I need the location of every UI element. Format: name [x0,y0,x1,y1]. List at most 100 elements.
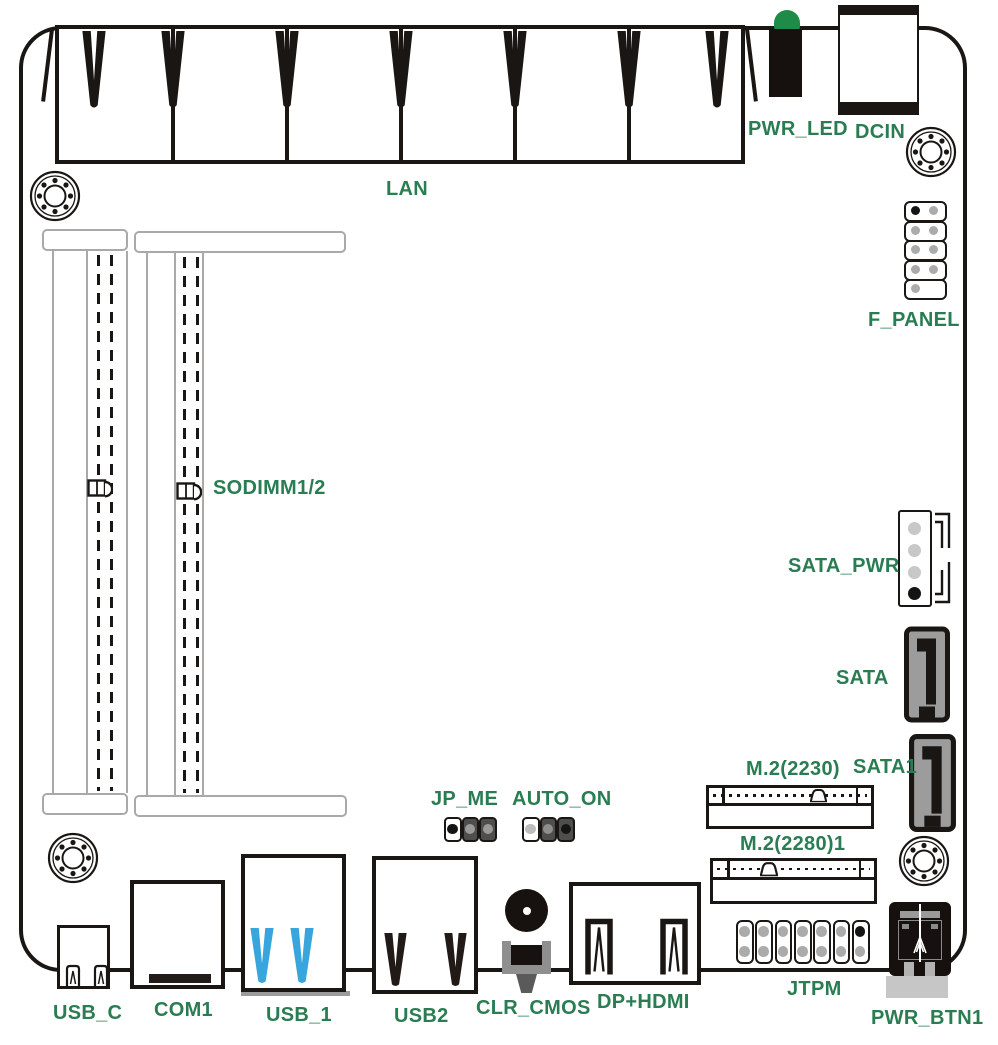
usb2-pin-icon [443,933,468,987]
pwr-btn1-label: PWR_BTN1 [871,1007,984,1029]
f-panel-pin-row [904,279,947,300]
jtpm-pin-column [851,920,870,964]
pin-dot [908,587,921,600]
pin-dot [929,206,938,216]
sodimm-card-edge [183,257,186,793]
pwr-btn-arrow [913,936,927,954]
pin-dot [464,823,476,835]
lan-label: LAN [386,178,429,200]
pin-dot [777,926,789,937]
lan-port-pin-icon [274,31,300,109]
m2-2280-label: M.2(2280)1 [740,833,846,855]
auto-on-jumper [522,817,575,842]
dcin-jack [838,5,919,115]
sodimm-slot-wall [174,253,176,795]
jumper-pin [539,817,558,842]
clr-cmos-bracket [542,941,551,974]
pin-dot [525,823,536,835]
clr-cmos-body [511,945,542,967]
pin-dot [929,264,938,274]
clr-cmos-plunger [516,974,537,993]
pin-dot [929,225,938,235]
lan-port-pin-icon [160,31,186,109]
usb-c-label: USB_C [53,1002,123,1024]
f-panel-pin-row [904,240,947,261]
mounting-hole-icon [898,835,950,887]
usb1-port [241,854,346,992]
pin-dot [911,264,920,274]
clr-cmos-bracket-bottom [502,965,551,974]
display-port-pin-icon [660,918,688,975]
lan-port-block [55,25,745,164]
pin-dot [911,245,920,255]
clr-cmos-button [500,887,555,995]
com1-port [130,880,225,989]
sodimm-latch-icon [176,481,202,501]
usb2-port [372,856,478,994]
sata-power-bracket [935,512,951,604]
lan-port-pin-icon [388,31,414,109]
jtpm-header [736,920,874,965]
jp-me-label: JP_ME [431,788,499,810]
m2-pin-dots [717,867,870,870]
sodimm-slot-wall [52,251,54,793]
usb-1-label: USB_1 [266,1004,332,1026]
pin-dot [777,946,789,957]
jtpm-pin-column [832,920,851,964]
m2-2230-slot [706,785,874,829]
pin-dot [560,823,572,835]
sodimm-label: SODIMM1/2 [213,477,326,499]
jumper-pin [461,817,480,842]
pin-dot [816,926,827,937]
f-panel-pin-row [904,201,947,222]
sodimm-slot-wall [146,253,148,795]
sata-label: SATA [836,667,889,689]
pin-dot [739,946,750,957]
pin-dot [542,823,554,835]
dcin-top-bar [840,5,917,15]
usb2-label: USB2 [394,1005,449,1027]
pwr-btn-leg [904,962,914,982]
pin-dot [854,926,866,937]
f-panel-header [904,201,947,301]
sodimm-card-edge [97,255,100,791]
pin-dot [911,225,920,235]
jtpm-pin-column [736,920,754,964]
dcin-label: DCIN [855,121,906,143]
dp-hdmi-port [569,882,701,985]
sodimm-card-edge [110,255,113,791]
sodimm-card-edge [196,257,199,793]
pin-dot [908,566,921,579]
pwr-led-label: PWR_LED [748,118,848,140]
sodimm-slot-wall [126,251,128,793]
com1-label: COM1 [154,999,213,1021]
sata-power-connector [898,510,932,607]
pin-dot [797,926,808,937]
jtpm-pin-column [793,920,812,964]
usb3-pin-icon [249,928,275,984]
f-panel-pin-row [904,220,947,242]
m2-strip-line [709,803,871,806]
jtpm-pin-column [774,920,793,964]
f-panel-label: F_PANEL [868,309,960,331]
pwr-led-body [769,29,802,97]
sata1-connector-icon [909,734,956,832]
pin-dot [835,946,847,957]
auto-on-label: AUTO_ON [512,788,612,810]
m2-2280-slot [710,858,877,904]
m2-strip-line [713,877,874,880]
pwr-btn-contact [902,924,909,929]
jumper-pin [522,817,540,842]
usb1-shadow [241,991,350,996]
pwr-btn-base [886,976,948,998]
jtpm-pin-column [755,920,774,964]
mounting-hole-icon [47,832,99,884]
sodimm-latch-icon [87,478,113,498]
jumper-pin [444,817,462,842]
pin-dot [447,823,458,835]
usb-c-port [57,925,110,989]
pwr-btn-center-line [918,904,921,962]
mounting-hole-icon [29,170,81,222]
m2-key-notch-icon [810,788,827,803]
